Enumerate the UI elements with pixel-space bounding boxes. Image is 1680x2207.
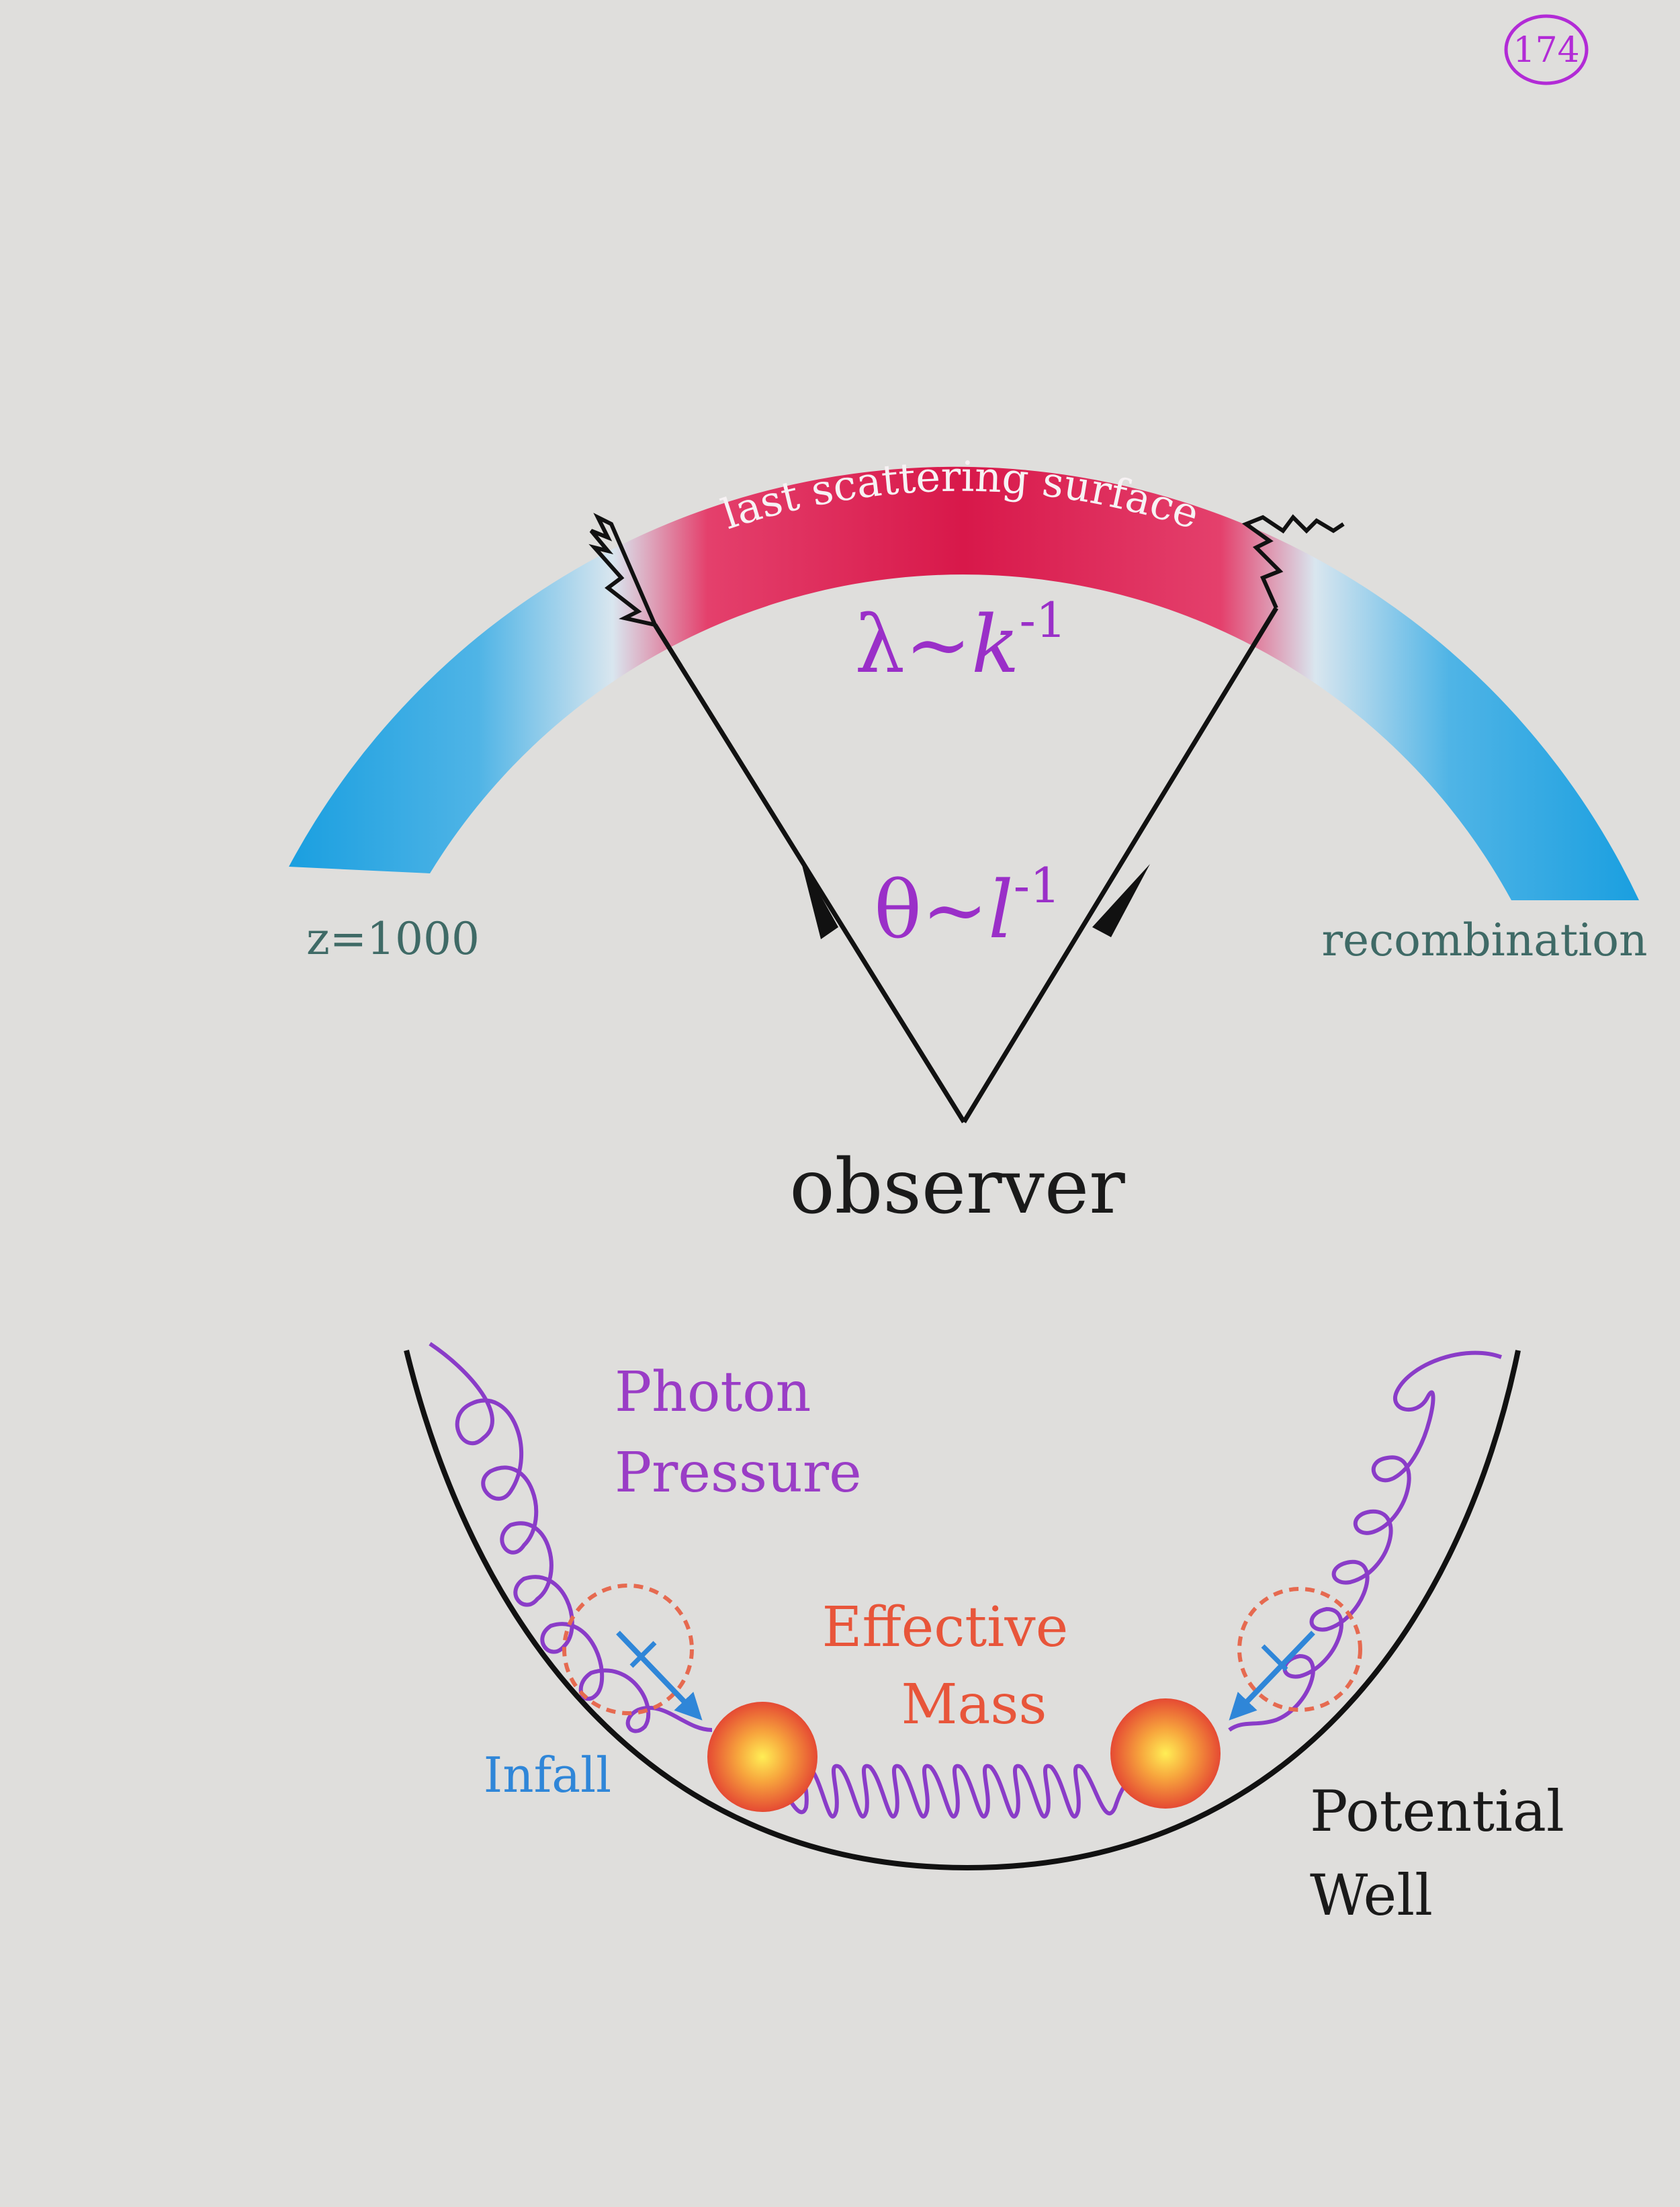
infall-label: Infall	[484, 1747, 611, 1803]
left-dashed-circle	[562, 1584, 694, 1715]
right-photon-spring	[1228, 1350, 1503, 1732]
left-mass-ball	[707, 1702, 817, 1812]
page-number-badge: 174	[1504, 14, 1589, 85]
left-photon-spring	[429, 1342, 713, 1733]
redshift-label: z=1000	[306, 913, 480, 965]
last-scattering-arc	[289, 466, 1639, 900]
right-arrowhead	[1092, 864, 1150, 937]
page-number: 174	[1513, 30, 1579, 71]
page-number-circle	[1504, 14, 1589, 85]
recombination-label: recombination	[1322, 914, 1648, 966]
right-infall-arrow	[1229, 1631, 1315, 1721]
right-mass-ball	[1110, 1698, 1221, 1809]
photon-pressure-label: Photon Pressure	[615, 1360, 862, 1505]
left-infall-tick	[629, 1641, 657, 1668]
angle-label: θ~l-1	[874, 857, 1061, 956]
left-sightline	[653, 623, 966, 1123]
observer-label: observer	[789, 1143, 1125, 1231]
potential-well-curve	[404, 1350, 1521, 1871]
right-photon-squiggle	[1241, 514, 1345, 609]
effective-mass-label: Effective Mass	[822, 1596, 1086, 1737]
wavelength-label: λ~k-1	[854, 592, 1066, 691]
right-infall-tick	[1261, 1644, 1288, 1672]
left-arrowhead	[801, 860, 838, 939]
potential-well-label: Potential Well	[1310, 1778, 1583, 1928]
left-photon-squiggle	[588, 513, 657, 627]
acoustic-oscillation-diagram: Photon Pressure Effective Mass Infall Po…	[404, 1342, 1583, 1928]
last-scattering-diagram: last scattering surface λ~k-1 θ~l-1 z=10…	[289, 452, 1647, 1231]
central-spring	[770, 1760, 1149, 1819]
left-infall-arrow	[616, 1631, 703, 1721]
right-dashed-circle	[1237, 1587, 1362, 1712]
right-sightline	[962, 607, 1278, 1123]
